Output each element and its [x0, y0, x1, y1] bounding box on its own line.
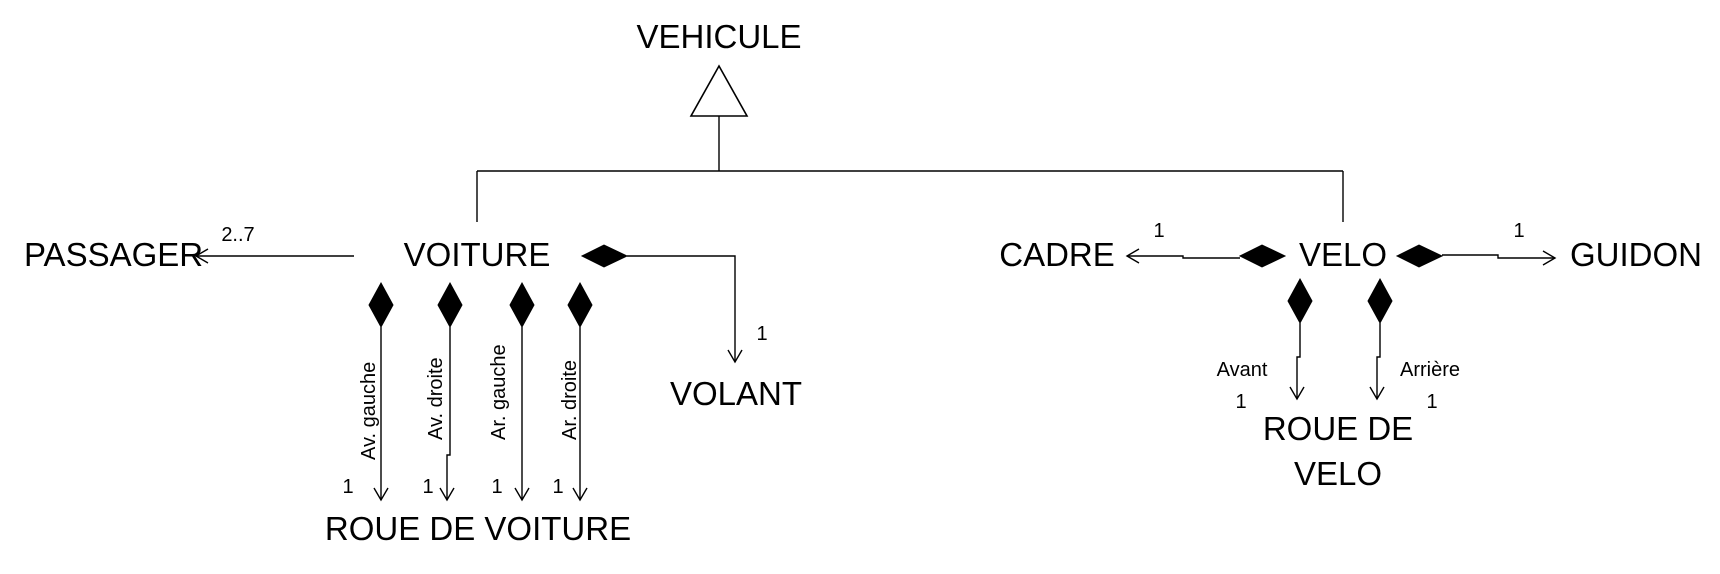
role-label: Ar. droite	[559, 360, 581, 440]
composition-wheel-av-gauche: Av. gauche 1	[342, 281, 394, 502]
role-label: Ar. gauche	[488, 344, 510, 440]
composition-wheel-av-droite: Av. droite 1	[422, 281, 463, 502]
multiplicity-guidon: 1	[1513, 220, 1524, 242]
class-guidon: GUIDON	[1570, 236, 1702, 273]
class-cadre: CADRE	[999, 236, 1115, 273]
composition-cadre-arrow	[1125, 248, 1140, 264]
class-roue-de-voiture: ROUE DE VOITURE	[325, 510, 631, 547]
composition-diamond	[567, 281, 593, 329]
generalization-triangle	[689, 64, 749, 117]
role-label: Av. gauche	[358, 362, 380, 460]
class-velo: VELO	[1299, 236, 1387, 273]
composition-cadre-line	[1127, 255, 1240, 259]
composition-arrow	[1369, 386, 1385, 401]
composition-arrow	[439, 487, 455, 502]
multiplicity-passager: 2..7	[221, 224, 254, 246]
composition-diamond	[437, 281, 463, 329]
composition-diamond	[1287, 277, 1313, 325]
composition-velo-avant: Avant 1	[1217, 277, 1313, 413]
multiplicity-label: 1	[552, 476, 563, 498]
composition-guidon-line	[1442, 254, 1555, 259]
role-label: Avant	[1217, 359, 1268, 381]
multiplicity-label: 1	[491, 476, 502, 498]
role-label: Arrière	[1400, 359, 1460, 381]
composition-diamond-cadre	[1238, 244, 1287, 268]
role-label: Av. droite	[425, 357, 447, 440]
class-roue-de-velo-line2: VELO	[1294, 455, 1382, 492]
class-voiture: VOITURE	[404, 236, 551, 273]
composition-arrow	[514, 487, 530, 502]
multiplicity-label: 1	[1235, 391, 1246, 413]
composition-velo-arriere: Arrière 1	[1367, 277, 1460, 413]
multiplicity-volant: 1	[756, 323, 767, 345]
composition-line	[446, 327, 451, 500]
class-volant: VOLANT	[670, 375, 802, 412]
composition-volant-arrow	[727, 349, 743, 364]
composition-line	[1376, 323, 1381, 399]
composition-diamond	[509, 281, 535, 329]
class-vehicule: VEHICULE	[636, 18, 801, 55]
multiplicity-label: 1	[1426, 391, 1437, 413]
composition-arrow	[1289, 386, 1305, 401]
multiplicity-cadre: 1	[1153, 220, 1164, 242]
composition-wheel-ar-droite: Ar. droite 1	[552, 281, 593, 502]
composition-arrow	[373, 487, 389, 502]
composition-guidon-arrow	[1542, 250, 1557, 266]
composition-diamond	[368, 281, 394, 329]
association-passager-arrow	[194, 248, 209, 264]
class-roue-de-velo-line1: ROUE DE	[1263, 410, 1413, 447]
composition-arrow	[572, 487, 588, 502]
composition-diamond	[1367, 277, 1393, 325]
class-passager: PASSAGER	[24, 236, 203, 273]
composition-diamond-volant	[580, 244, 629, 268]
composition-wheel-ar-gauche: Ar. gauche 1	[488, 281, 535, 502]
multiplicity-label: 1	[342, 476, 353, 498]
composition-line	[1296, 323, 1301, 399]
composition-volant-line	[627, 255, 736, 362]
multiplicity-label: 1	[422, 476, 433, 498]
composition-diamond-guidon	[1395, 244, 1444, 268]
